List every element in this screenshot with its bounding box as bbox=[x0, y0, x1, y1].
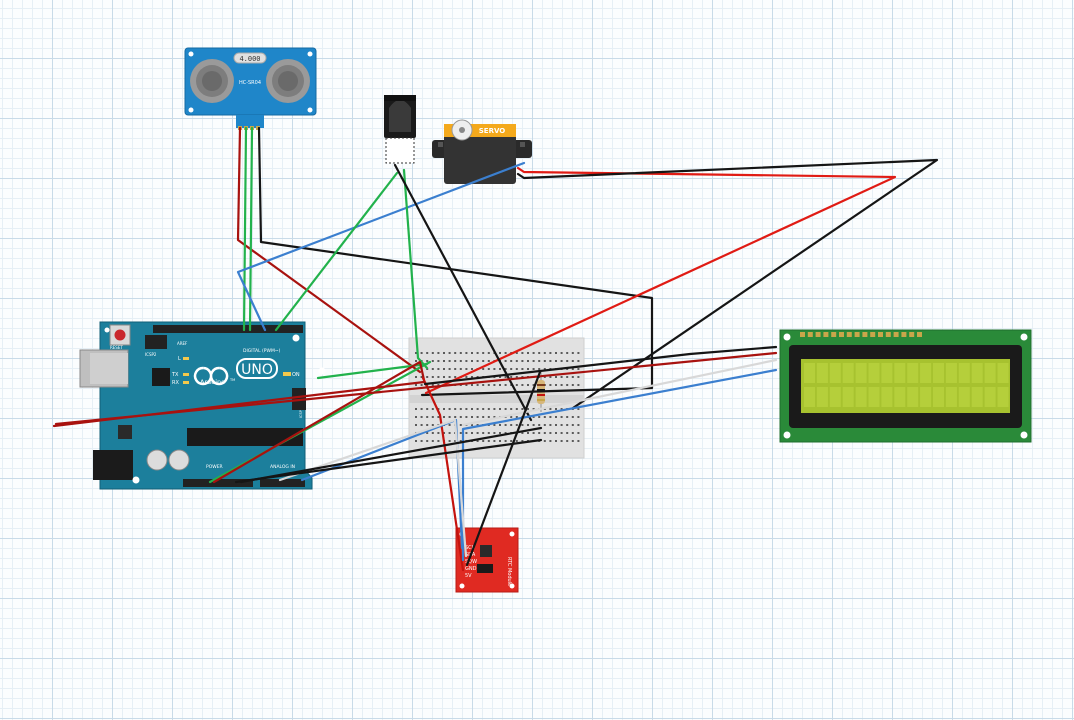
wire-ir-gnd bbox=[393, 163, 533, 422]
wire-ultrasonic-vcc bbox=[236, 126, 422, 374]
on-label: ON bbox=[292, 372, 300, 378]
rtc-pin-scl: SCL bbox=[465, 545, 475, 551]
tx-label: TX bbox=[171, 372, 179, 378]
servo-motor[interactable]: SERVO bbox=[432, 119, 532, 184]
wire-servo-signal bbox=[236, 161, 526, 332]
ultrasonic-sensor[interactable]: 4.000 HC-SR04 bbox=[184, 47, 317, 130]
rx-label: RX bbox=[172, 380, 179, 386]
wire-rtc-sda bbox=[278, 418, 468, 558]
rtc-pin-5v: 5V bbox=[465, 573, 472, 579]
arduino-uno[interactable]: RESET ICSP2 DIGITAL (PWM~) AREF L TX RX … bbox=[79, 321, 326, 490]
analog-header[interactable] bbox=[260, 479, 305, 487]
breadboard[interactable] bbox=[408, 337, 585, 459]
analog-label: ANALOG IN bbox=[270, 464, 295, 470]
wire-rtc-gnd bbox=[465, 370, 542, 567]
rtc-label: RTC Module bbox=[506, 557, 512, 586]
wire-vin-red bbox=[212, 360, 426, 484]
arduino-brand-label: Arduino bbox=[200, 378, 225, 386]
led-l-label: L bbox=[178, 356, 181, 362]
digital-header[interactable] bbox=[153, 325, 303, 333]
wire-ultrasonic-trig bbox=[242, 126, 248, 332]
wire-lcd-sda bbox=[461, 358, 778, 427]
wire-analog-gnd bbox=[234, 438, 543, 484]
rtc-module[interactable]: RTC Module SCL SDA SQW GND 5V bbox=[455, 527, 519, 593]
wires bbox=[52, 126, 939, 572]
ultrasonic-model-label: HC-SR04 bbox=[239, 80, 261, 86]
rtc-pin-gnd: GND bbox=[465, 566, 477, 572]
icsp2-label: ICSP2 bbox=[145, 352, 157, 357]
wire-ultrasonic-gnd bbox=[257, 126, 654, 397]
aref-label: AREF bbox=[177, 341, 188, 346]
rtc-pin-sqw: SQW bbox=[465, 559, 477, 565]
crystal-label: 4.000 bbox=[239, 55, 260, 63]
digital-label: DIGITAL (PWM~) bbox=[243, 348, 281, 354]
wire-lcd-vcc bbox=[54, 351, 778, 426]
wire-gnd-green bbox=[316, 362, 429, 380]
wire-analog-gnd2 bbox=[239, 426, 543, 484]
servo-label: SERVO bbox=[479, 127, 506, 135]
wire-ir-signal bbox=[274, 171, 399, 332]
wire-servo-gnd bbox=[516, 158, 939, 410]
tm-label: TM bbox=[229, 378, 235, 382]
wire-lcd-gnd bbox=[423, 345, 778, 386]
wire-servo-vcc bbox=[424, 166, 897, 395]
icsp-label: ICSP bbox=[299, 410, 303, 418]
wire-breadboard-5v-rtc bbox=[421, 376, 465, 572]
lcd-display[interactable] bbox=[779, 329, 1032, 443]
power-header[interactable] bbox=[183, 479, 253, 487]
power-label: POWER bbox=[206, 464, 223, 470]
ir-receiver[interactable] bbox=[384, 95, 416, 164]
uno-label: UNO bbox=[241, 362, 273, 378]
reset-label: RESET bbox=[110, 345, 123, 350]
